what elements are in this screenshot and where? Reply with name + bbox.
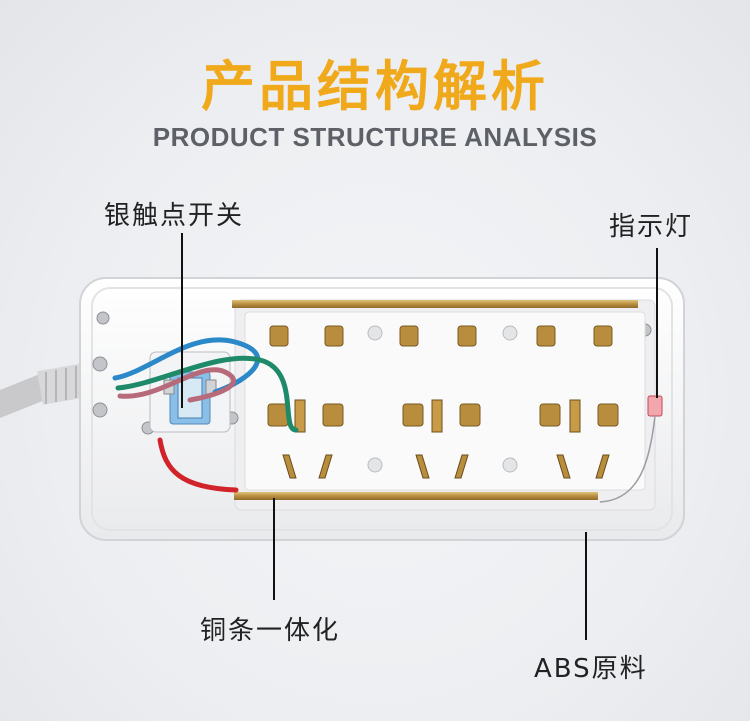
callout-copper-busbar: 铜条一体化 (200, 616, 341, 646)
page-subtitle: PRODUCT STRUCTURE ANALYSIS (152, 122, 598, 152)
callout-lines (181, 233, 658, 640)
callout-silver-contact-switch: 银触点开关 (104, 201, 245, 231)
indicator-light (599, 395, 663, 503)
page-title: 产品结构解析 (201, 55, 549, 118)
callout-abs-material: ABS原料 (534, 654, 648, 684)
socket-block (244, 311, 646, 491)
internal-wires (112, 337, 299, 493)
callout-indicator-light: 指示灯 (609, 212, 694, 242)
